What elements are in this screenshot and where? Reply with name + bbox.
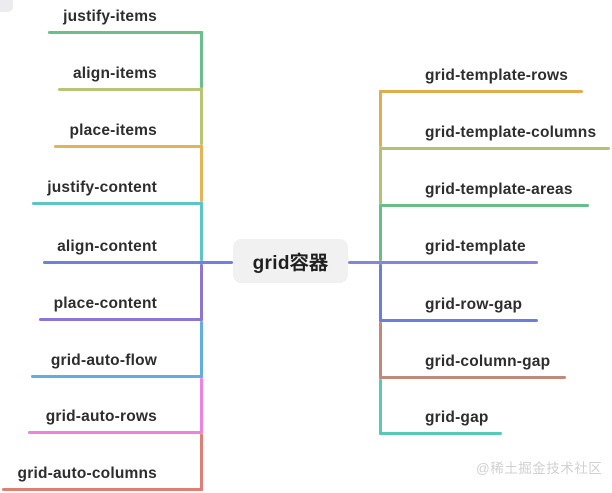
spine-segment	[379, 90, 382, 147]
watermark-text: @稀土掘金技术社区	[476, 461, 603, 476]
branch-label: grid-gap	[425, 409, 489, 426]
spine-segment	[379, 264, 382, 322]
corner-artifact	[0, 0, 13, 12]
branch-grid-column-gap[interactable]: grid-column-gap	[379, 352, 566, 379]
branch-label: grid-template-columns	[425, 124, 597, 141]
spine-segment	[200, 145, 203, 202]
branch-justify-items[interactable]: justify-items	[48, 7, 203, 34]
branch-underline	[39, 318, 203, 321]
branch-label: place-items	[69, 122, 157, 139]
branch-grid-template-areas[interactable]: grid-template-areas	[379, 180, 589, 207]
spine-segment	[200, 88, 203, 145]
spine-segment	[200, 321, 203, 378]
branch-underline	[32, 202, 203, 205]
branch-underline	[48, 31, 203, 34]
branch-label: grid-template	[425, 238, 526, 255]
center-node-grid-container[interactable]: grid容器	[233, 239, 348, 283]
spine-segment	[379, 379, 382, 435]
branch-underline	[379, 376, 566, 379]
spine-segment	[200, 202, 203, 261]
branch-grid-template-columns[interactable]: grid-template-columns	[379, 123, 610, 150]
spine-segment	[379, 204, 382, 261]
branch-align-content[interactable]: align-content	[43, 237, 233, 264]
branch-place-content[interactable]: place-content	[39, 294, 203, 321]
branch-label: grid-row-gap	[425, 296, 523, 313]
branch-label: grid-template-areas	[425, 181, 573, 198]
branch-underline	[2, 488, 203, 491]
spine-segment	[200, 31, 203, 88]
branch-label: align-content	[57, 238, 157, 255]
branch-underline	[43, 261, 233, 264]
branch-underline	[379, 147, 610, 150]
branch-grid-auto-rows[interactable]: grid-auto-rows	[28, 407, 203, 434]
branch-underline	[58, 88, 203, 91]
branch-label: grid-auto-rows	[45, 408, 157, 425]
branch-grid-template[interactable]: grid-template	[348, 237, 538, 264]
branch-grid-row-gap[interactable]: grid-row-gap	[379, 295, 538, 322]
branch-grid-template-rows[interactable]: grid-template-rows	[379, 66, 583, 93]
branch-align-items[interactable]: align-items	[58, 64, 203, 91]
branch-justify-content[interactable]: justify-content	[32, 178, 203, 205]
spine-segment	[200, 264, 203, 321]
branch-underline	[379, 319, 538, 322]
branch-underline	[348, 261, 538, 264]
branch-label: justify-items	[63, 8, 157, 25]
spine-segment	[200, 378, 203, 434]
spine-segment	[379, 322, 382, 379]
branch-underline	[31, 375, 203, 378]
branch-label: align-items	[72, 65, 157, 82]
spine-segment	[379, 147, 382, 204]
center-node-label: grid容器	[252, 252, 329, 274]
branch-grid-gap[interactable]: grid-gap	[379, 408, 502, 435]
branch-label: place-content	[53, 295, 157, 312]
branch-label: grid-auto-flow	[50, 352, 157, 369]
branch-underline	[379, 90, 583, 93]
branch-underline	[379, 204, 589, 207]
branch-label: grid-auto-columns	[17, 465, 157, 482]
branch-label: justify-content	[47, 179, 157, 196]
branch-underline	[28, 431, 203, 434]
branch-underline	[54, 145, 203, 148]
branch-label: grid-template-rows	[425, 67, 569, 84]
branch-underline	[379, 432, 502, 435]
branch-place-items[interactable]: place-items	[54, 121, 203, 148]
branch-label: grid-column-gap	[425, 353, 551, 370]
branch-grid-auto-flow[interactable]: grid-auto-flow	[31, 351, 203, 378]
branch-grid-auto-columns[interactable]: grid-auto-columns	[2, 464, 203, 491]
spine-segment	[200, 434, 203, 491]
